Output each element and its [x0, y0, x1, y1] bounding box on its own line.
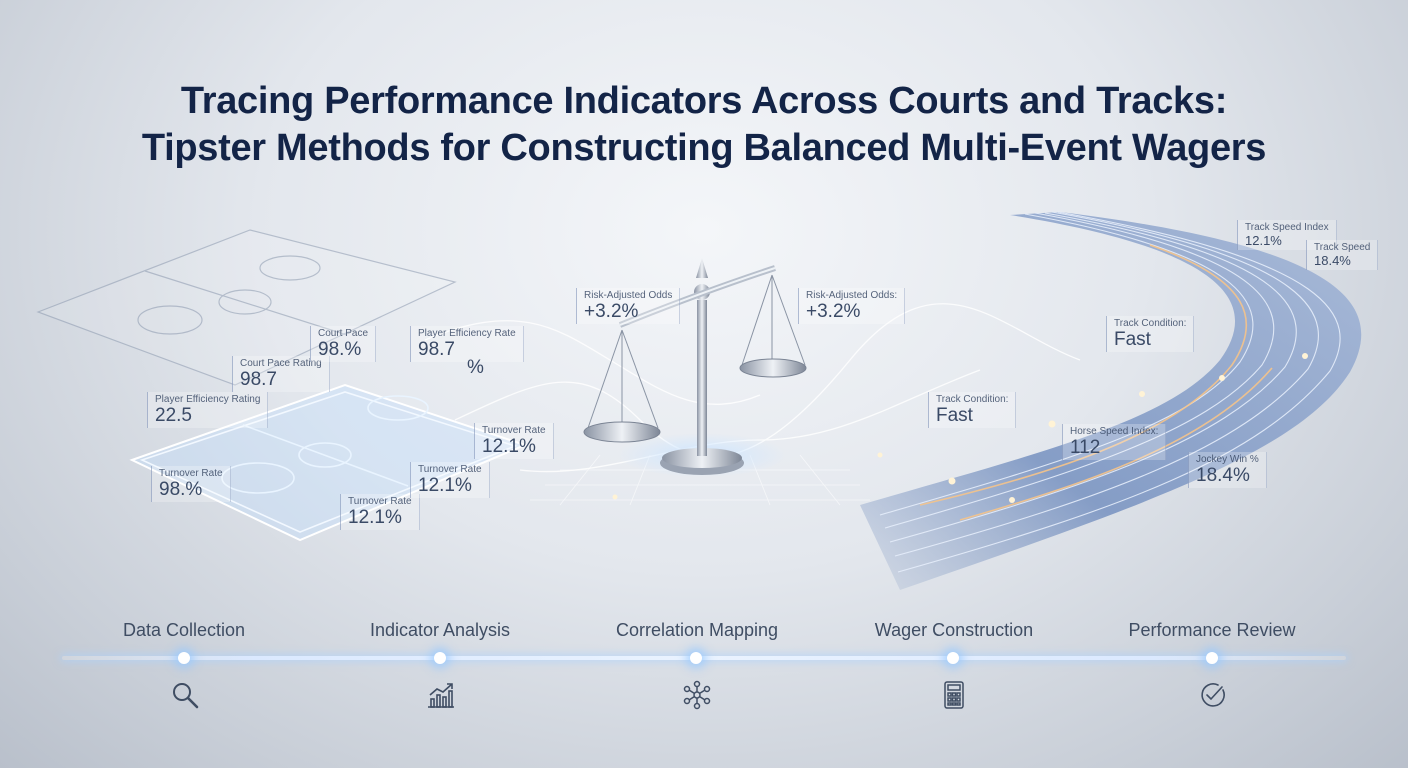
basketball-court-back [36, 229, 457, 386]
step-dot-3 [690, 652, 702, 664]
scale-label-odds-right: Risk-Adjusted Odds: +3.2% [798, 288, 906, 325]
track-label-horse-speed: Horse Speed Index: 112 [1062, 424, 1167, 461]
step-label-correlation-mapping: Correlation Mapping [615, 620, 779, 640]
court-label-court-pace-rating: Court Pace Rating 98.7 [232, 356, 330, 393]
step-label-data-collection: Data Collection [122, 620, 246, 640]
step-label-performance-review: Performance Review [1128, 620, 1296, 640]
page-title: Tracing Performance Indicators Across Co… [0, 78, 1408, 172]
track-label-condition-top: Track Condition: Fast [1106, 316, 1195, 353]
network-icon [683, 680, 711, 710]
balance-scale-icon [583, 258, 807, 475]
title-line-1: Tracing Performance Indicators Across Co… [180, 80, 1228, 122]
court-label-turnover-1: Turnover Rate 98.% [151, 466, 231, 503]
track-label-speed-index: Track Speed Index 12.1% [1237, 220, 1337, 251]
calculator-icon [944, 681, 964, 709]
search-icon [173, 683, 199, 709]
check-circle-icon [1201, 683, 1225, 707]
chart-growth-icon [428, 683, 454, 708]
court-label-percent: % [467, 357, 484, 378]
court-label-player-efficiency-rate: Player Efficiency Rate 98.7 [410, 326, 524, 363]
track-label-jockey-win: Jockey Win % 18.4% [1188, 452, 1267, 489]
basketball-court-front [129, 383, 528, 542]
court-label-turnover-4: Turnover Rate 12.1% [474, 423, 554, 460]
scale-label-odds-left: Risk-Adjusted Odds +3.2% [576, 288, 681, 325]
step-dot-5 [1206, 652, 1218, 664]
step-dot-4 [947, 652, 959, 664]
court-label-court-pace: Court Pace 98.% [310, 326, 377, 363]
step-label-wager-construction: Wager Construction [874, 620, 1034, 640]
track-label-condition-mid: Track Condition: Fast [928, 392, 1017, 429]
track-label-track-speed: Track Speed 18.4% [1306, 240, 1379, 271]
title-line-2: Tipster Methods for Constructing Balance… [141, 127, 1267, 169]
process-timeline [62, 656, 1346, 660]
court-label-turnover-3: Turnover Rate 12.1% [410, 462, 490, 499]
step-label-indicator-analysis: Indicator Analysis [369, 620, 511, 640]
court-label-turnover-2: Turnover Rate 12.1% [340, 494, 420, 531]
step-dot-1 [178, 652, 190, 664]
step-dot-2 [434, 652, 446, 664]
race-track [612, 211, 1362, 590]
court-label-player-efficiency: Player Efficiency Rating 22.5 [147, 392, 269, 429]
